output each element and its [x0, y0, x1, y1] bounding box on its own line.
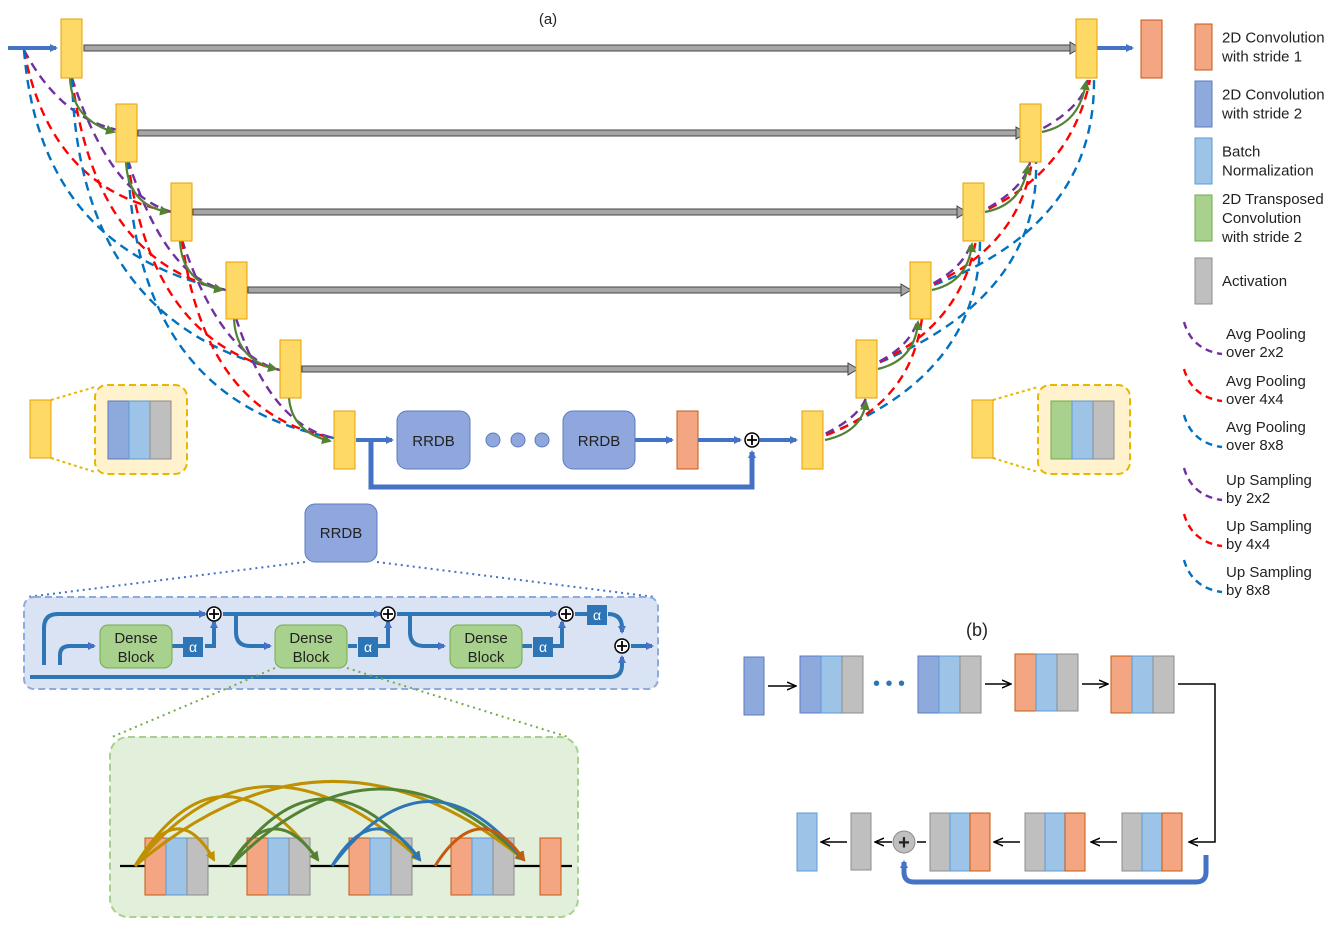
alpha-2: α: [364, 639, 372, 655]
feature-map-dec-3: [962, 182, 985, 242]
encoder-zoom: [29, 384, 188, 475]
dense-block-2: [274, 624, 348, 669]
legend-label-2-0: Batch: [1222, 144, 1260, 161]
feature-map-enc-1: [60, 18, 83, 79]
legend-dash-8: [1182, 467, 1223, 502]
panel-b-label: (b): [966, 620, 988, 640]
legend-swatch-1: [1194, 80, 1213, 128]
legend-label-6-1: over 4x4: [1226, 391, 1284, 408]
encoder-decoder-arrows: [68, 77, 1090, 445]
alpha-1: α: [189, 639, 197, 655]
legend-dash-6: [1182, 368, 1223, 403]
legend-label-0-0: 2D Convolution: [1222, 30, 1325, 47]
legend-label-10-0: Up Sampling: [1226, 564, 1312, 581]
bottleneck: RRDB RRDB: [356, 410, 798, 490]
legend-label-0-1: with stride 1: [1221, 49, 1302, 66]
legend-label-10-1: by 8x8: [1226, 582, 1270, 599]
panel-b-plus: +: [898, 832, 910, 854]
decoder-zoom: [971, 384, 1131, 475]
dense-block-1: [99, 624, 173, 669]
feature-map-bottleneck-in: [333, 410, 356, 470]
legend-label-7-0: Avg Pooling: [1226, 419, 1306, 436]
legend-label-9-0: Up Sampling: [1226, 518, 1312, 535]
alpha-scalers: α α α α: [183, 605, 607, 657]
panel-b-connector: [1178, 683, 1216, 842]
feature-map-enc-5: [279, 339, 302, 399]
dense-block-1-line-1: Dense: [114, 630, 157, 647]
legend-label-5-1: over 2x2: [1226, 344, 1284, 361]
legend-dash-9: [1182, 513, 1223, 548]
legend-label-3-0: 2D Transposed: [1222, 191, 1324, 208]
legend-dash-10: [1182, 559, 1223, 594]
dense-block-2-line-2: Block: [293, 649, 330, 666]
legend-dash-5: [1182, 321, 1223, 356]
dense-block-2-line-1: Dense: [289, 630, 332, 647]
panel-b-residual: [900, 855, 1209, 885]
legend-label-7-1: over 8x8: [1226, 437, 1284, 454]
legend-swatch-3: [1194, 194, 1213, 242]
rrdb-block-1: [396, 410, 471, 470]
rrdb-title: RRDB: [320, 525, 363, 542]
legend-label-9-1: by 4x4: [1226, 536, 1270, 553]
dense-block-3-line-1: Dense: [464, 630, 507, 647]
sum-nodes: [206, 606, 630, 654]
legend-label-5-0: Avg Pooling: [1226, 326, 1306, 343]
legend-label-4-0: Activation: [1222, 273, 1287, 290]
feature-map-dec-4: [909, 261, 932, 320]
feature-map-enc-4: [225, 261, 248, 320]
skip-connections: [83, 41, 1081, 376]
legend-label-8-0: Up Sampling: [1226, 472, 1312, 489]
alpha-4: α: [593, 607, 601, 623]
legend-swatch-4: [1194, 257, 1213, 305]
legend-label-1-1: with stride 2: [1221, 106, 1302, 123]
legend-swatch-0: [1194, 23, 1213, 71]
rrdb-title-block: [304, 503, 378, 563]
dense-connections: [133, 780, 526, 868]
panel-b-bottom-row: +: [796, 812, 1183, 872]
legend-label-1-0: 2D Convolution: [1222, 87, 1325, 104]
rrdb-detail-flow: [30, 610, 654, 679]
feature-map-dec-5: [855, 339, 878, 399]
rrdb-block-1-label: RRDB: [412, 433, 455, 450]
output-conv-block: [1140, 19, 1163, 79]
legend-swatch-2: [1194, 137, 1213, 185]
alpha-3: α: [539, 639, 547, 655]
bottleneck-conv: [676, 410, 699, 470]
legend-dash-7: [1182, 414, 1223, 449]
legend: 2D Convolution with stride 1 2D Convolutio…: [1182, 23, 1325, 599]
legend-label-2-1: Normalization: [1222, 163, 1314, 180]
feature-map-enc-3: [170, 182, 193, 242]
dense-block-3: [449, 624, 523, 669]
panel-b-top-row: • • •: [743, 653, 1175, 716]
panel-b-dots: • • •: [873, 673, 905, 695]
feature-map-dec-1: [1075, 18, 1098, 79]
feature-map-bottleneck-out: [801, 410, 824, 470]
dense-blocks: Dense Block Dense Block Dense Block: [99, 624, 523, 669]
dense-block-1-line-2: Block: [118, 649, 155, 666]
feature-maps: [60, 18, 1098, 470]
dense-detail-layers: [144, 837, 562, 896]
panel-a-label: (a): [539, 11, 557, 28]
dense-block-3-line-2: Block: [468, 649, 505, 666]
legend-label-6-0: Avg Pooling: [1226, 373, 1306, 390]
legend-label-3-1: Convolution: [1222, 210, 1301, 227]
feature-map-dec-2: [1019, 103, 1042, 163]
legend-label-3-2: with stride 2: [1221, 229, 1302, 246]
legend-label-8-1: by 2x2: [1226, 490, 1270, 507]
rrdb-block-n-label: RRDB: [578, 433, 621, 450]
feature-map-enc-2: [115, 103, 138, 163]
